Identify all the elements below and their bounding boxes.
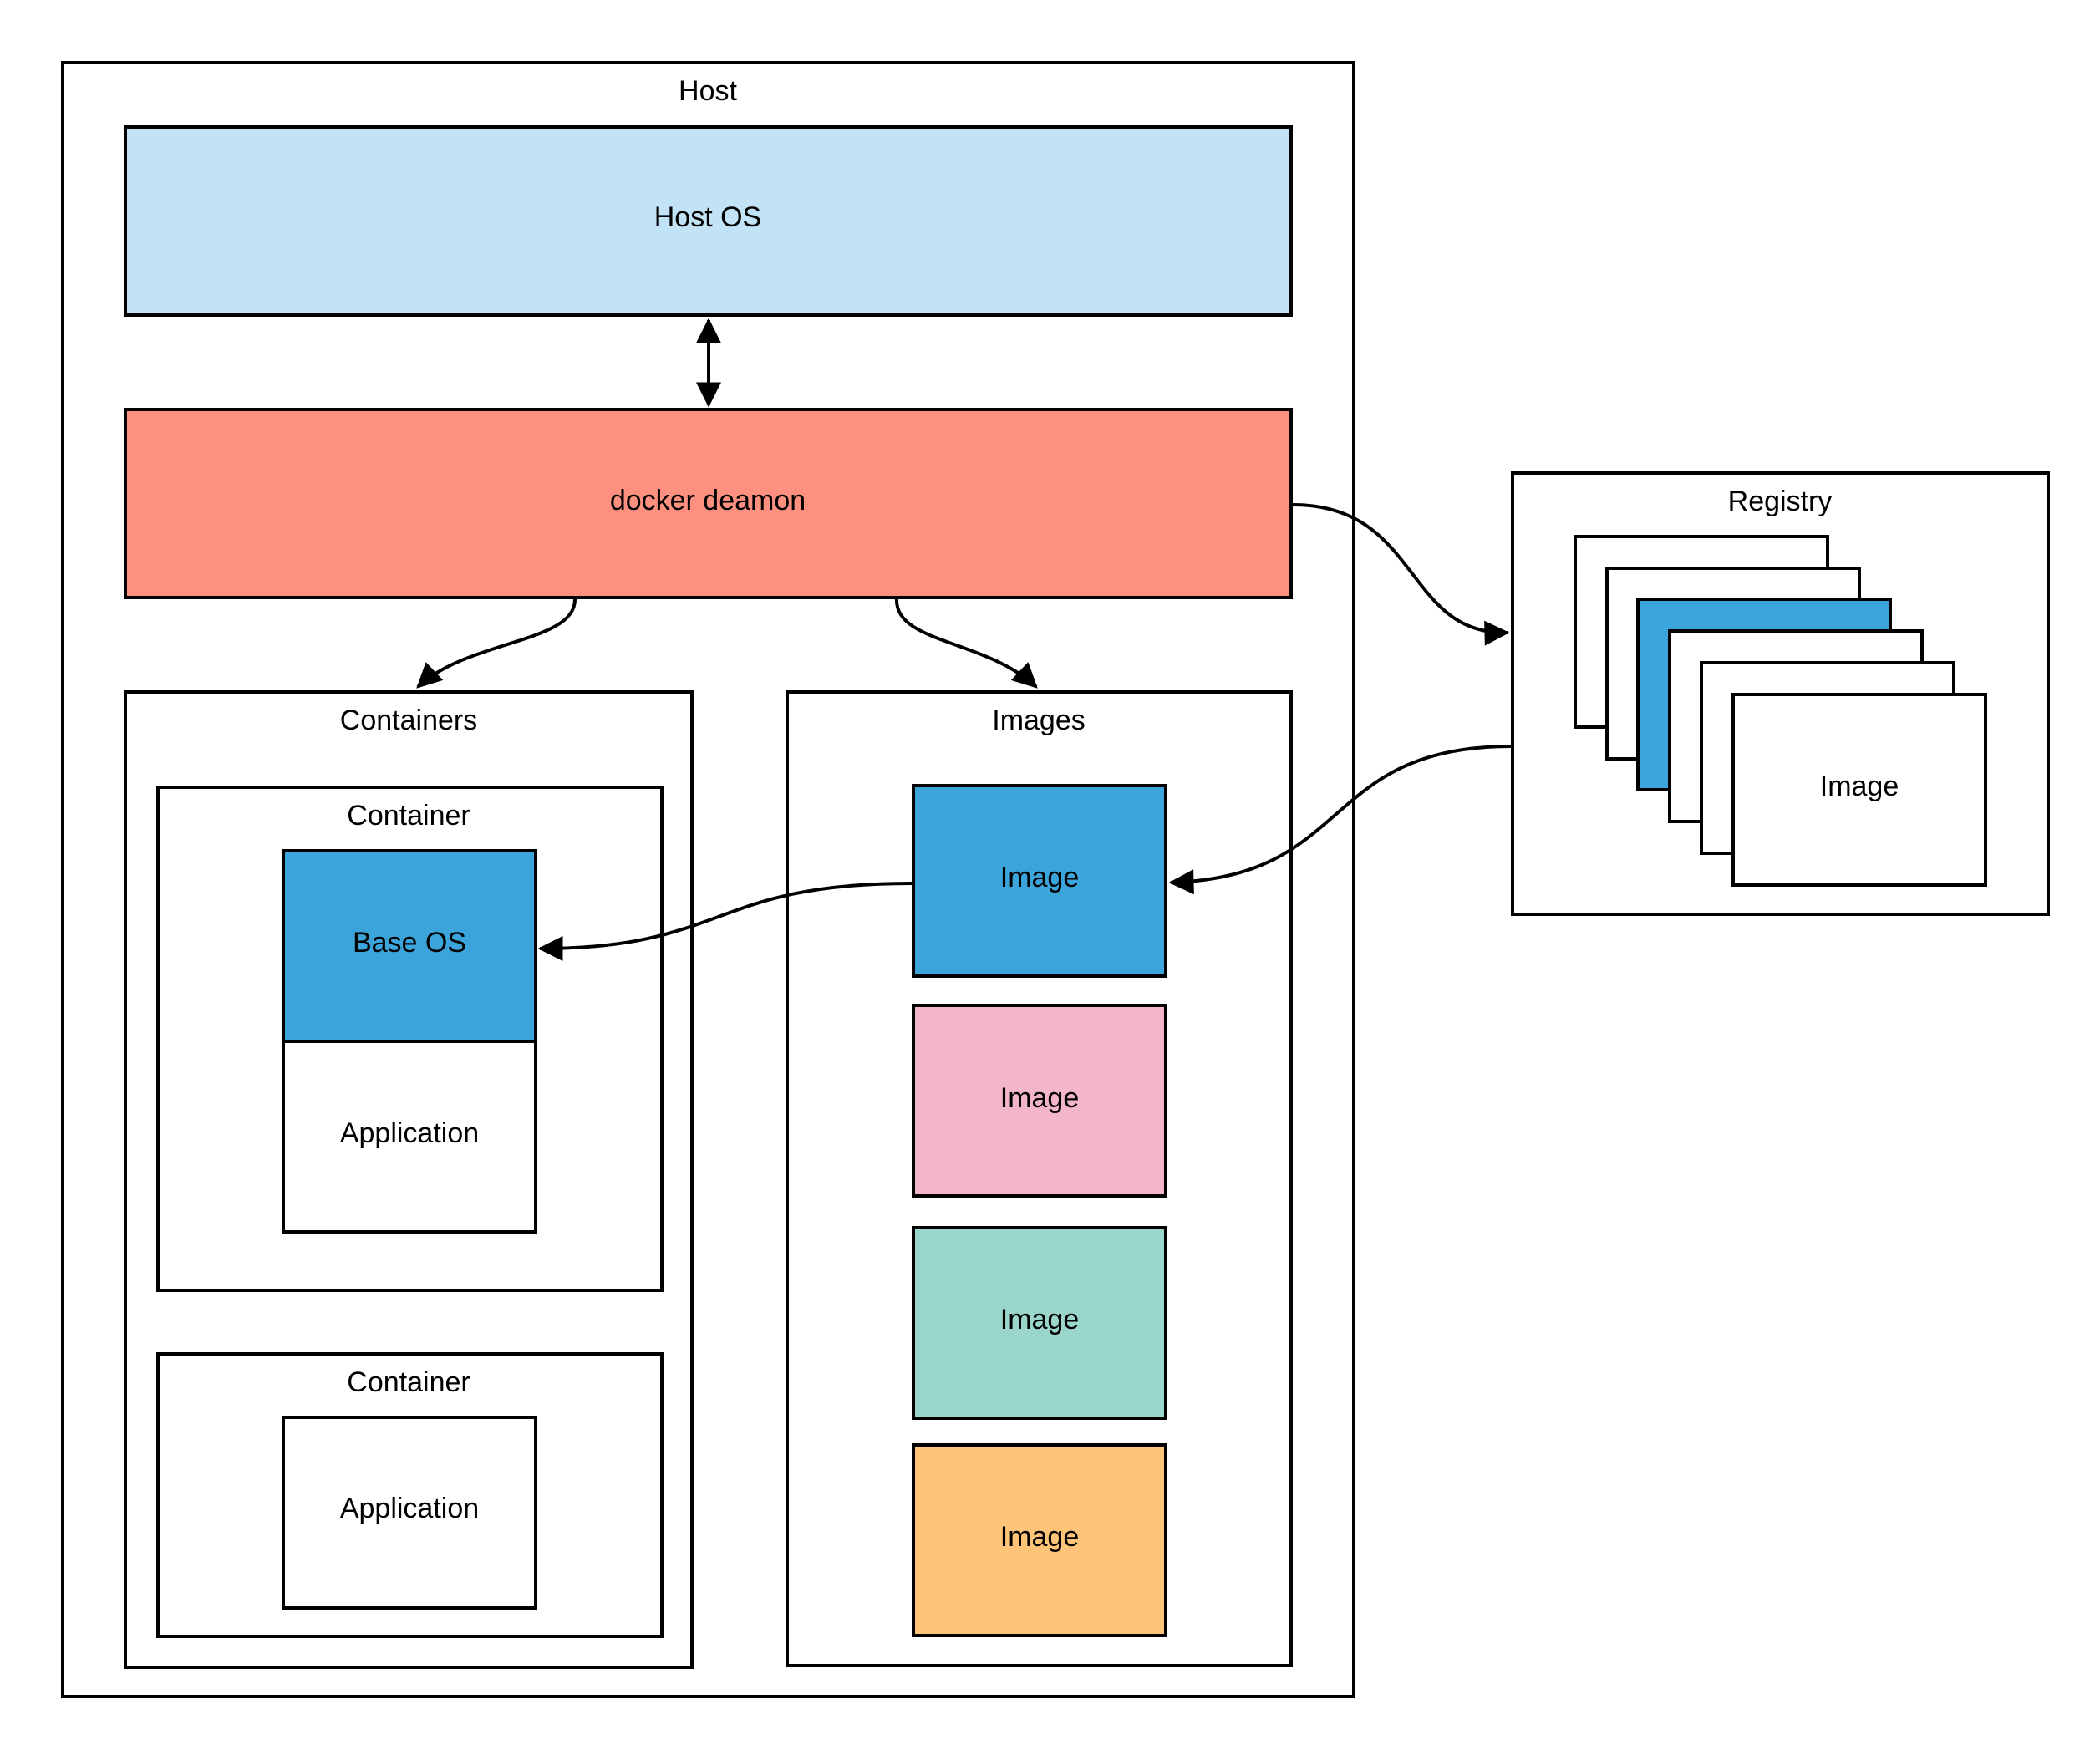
application-2-rect <box>282 1416 537 1610</box>
host-os-label: Host OS <box>654 201 761 233</box>
image-pink-rect <box>912 1004 1167 1198</box>
edge-daemon-images <box>894 598 1038 689</box>
edges <box>416 318 1512 961</box>
image-pink: Image <box>912 1004 1167 1198</box>
registry-front-image-label: Image <box>1820 771 1899 802</box>
images-group: Images Image Image Image Image <box>786 690 1293 1667</box>
edge-registry-image <box>1168 745 1512 895</box>
image-teal: Image <box>912 1226 1167 1420</box>
edge-daemon-containers <box>416 598 577 689</box>
application-1-label: Application <box>340 1117 479 1149</box>
registry-label: Registry <box>1728 486 1833 517</box>
base-os-label: Base OS <box>353 927 466 959</box>
containers-label: Containers <box>340 705 477 736</box>
docker-daemon-rect <box>124 408 1293 599</box>
host-os-rect <box>124 125 1293 317</box>
registry-group: Registry Image <box>1511 471 2050 916</box>
container-1-label: Container <box>347 800 470 832</box>
image-teal-label: Image <box>1000 1304 1080 1335</box>
registry-stack-image-6 <box>1731 693 1987 887</box>
containers-group: Containers Container Base OS Application… <box>124 690 694 1669</box>
host-label: Host <box>679 75 737 107</box>
container-2: Container Application <box>156 1352 664 1638</box>
image-blue: Image <box>912 784 1167 978</box>
image-blue-label: Image <box>1000 862 1080 893</box>
images-label: Images <box>992 705 1086 736</box>
docker-daemon-label: docker deamon <box>610 485 806 516</box>
container-1: Container Base OS Application <box>156 786 664 1292</box>
image-orange-label: Image <box>1000 1521 1080 1553</box>
docker-daemon-box: docker deamon <box>124 408 1293 599</box>
image-pink-label: Image <box>1000 1082 1080 1114</box>
application-1-rect <box>282 1040 537 1234</box>
application-2-label: Application <box>340 1493 479 1524</box>
image-teal-rect <box>912 1226 1167 1420</box>
edge-image-baseos <box>537 882 913 961</box>
container-2-label: Container <box>347 1366 470 1398</box>
host-os-box: Host OS <box>124 125 1293 317</box>
edge-daemon-registry <box>1292 503 1510 646</box>
image-orange: Image <box>912 1443 1167 1637</box>
image-blue-rect <box>912 784 1167 978</box>
image-orange-rect <box>912 1443 1167 1637</box>
